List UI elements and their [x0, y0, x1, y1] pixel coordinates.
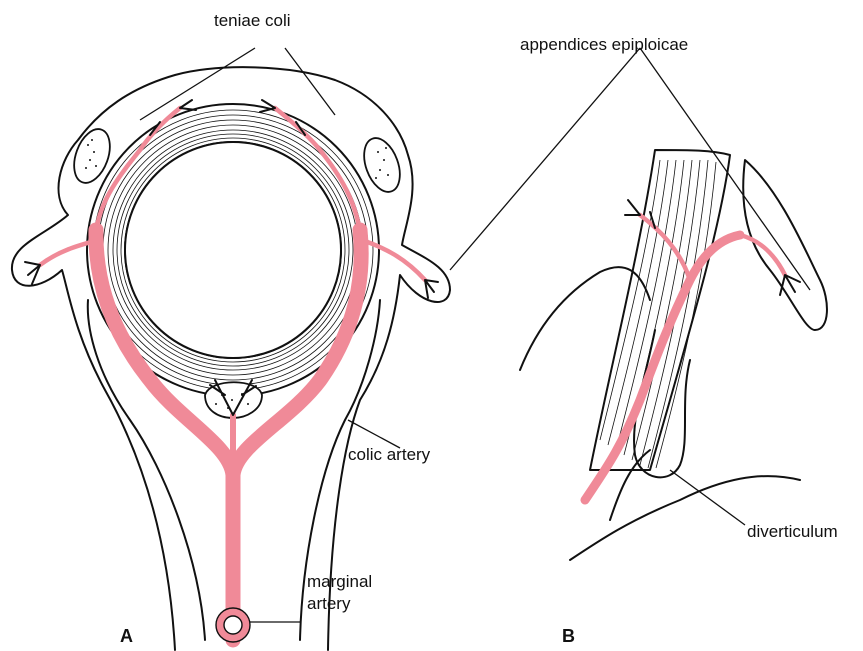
- wall-striations: [600, 160, 716, 468]
- label-colic-artery: colic artery: [348, 445, 431, 464]
- inner-mesentery-line: [88, 300, 205, 640]
- panel-label-b: B: [562, 626, 575, 646]
- panel-b-diverticulum: [520, 150, 827, 560]
- label-marginal: marginal: [307, 572, 372, 591]
- colon-lumen: [125, 142, 341, 358]
- panel-label-a: A: [120, 626, 133, 646]
- label-artery: artery: [307, 594, 351, 613]
- label-teniae-coli: teniae coli: [214, 11, 291, 30]
- marginal-artery-lumen: [224, 616, 242, 634]
- artery-b: [585, 200, 800, 500]
- label-diverticulum: diverticulum: [747, 522, 838, 541]
- appendix-epiploica-b: [743, 160, 827, 330]
- appendix-epiploica-left: [67, 124, 116, 188]
- label-appendices-epiploicae: appendices epiploicae: [520, 35, 688, 54]
- serosa-outline-lower-right: [610, 450, 650, 520]
- panel-a-cross-section: [12, 67, 450, 650]
- serosa-outline-bottom: [570, 476, 800, 560]
